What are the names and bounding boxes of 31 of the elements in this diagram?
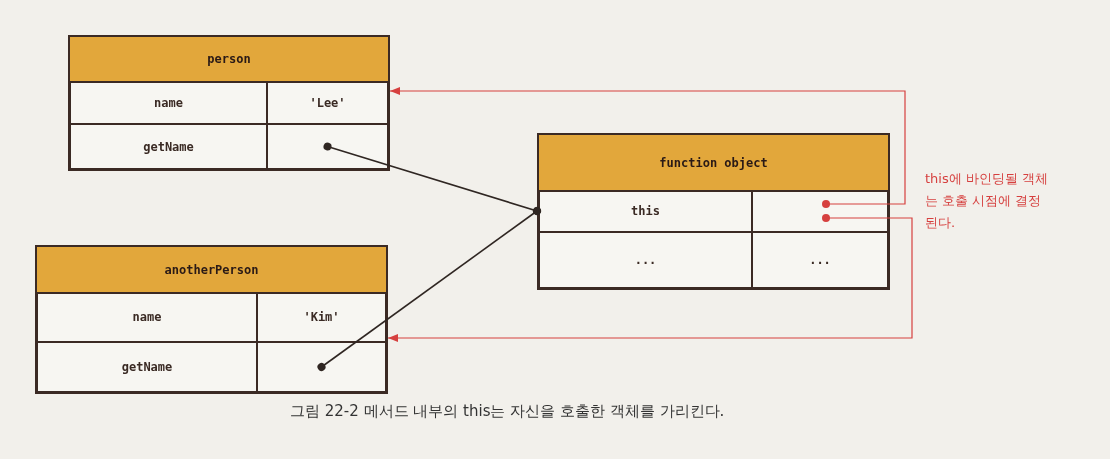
empty-cell <box>752 190 888 232</box>
table-cell <box>70 81 267 124</box>
table-header: person <box>70 37 388 83</box>
cell-text: ... <box>809 253 831 267</box>
empty-cell <box>257 342 386 392</box>
cell-text: name <box>132 310 162 324</box>
table-cell <box>70 124 267 169</box>
cell-text: this <box>631 204 660 218</box>
table-header: function object <box>539 135 888 192</box>
table-cell <box>37 292 257 342</box>
table-header: anotherPerson <box>37 247 386 294</box>
cell-text: 'Kim' <box>303 310 340 324</box>
empty-cell <box>267 124 388 169</box>
annotation-note: this에 바인딩될 객체는 호출 시점에 결정된다. <box>925 170 1049 232</box>
pointer-arrow <box>387 214 913 342</box>
pointer-arrow <box>389 87 906 208</box>
object-table <box>68 35 390 171</box>
table-cell <box>257 292 386 342</box>
cell-text: ... <box>634 253 657 267</box>
table-cell <box>539 190 752 232</box>
figure-caption: 그림 22-2 메서드 내부의 this는 자신을 호출한 객체를 가리킨다. <box>290 402 725 421</box>
cell-text: getName <box>121 360 173 374</box>
object-table <box>537 133 890 290</box>
table-cell <box>37 342 257 392</box>
table-cell <box>267 81 388 124</box>
cell-text: getName <box>143 139 194 154</box>
cell-text: name <box>154 95 183 110</box>
table-cell <box>539 232 752 288</box>
object-table <box>35 245 388 394</box>
cell-text: 'Lee' <box>309 95 346 110</box>
table-cell <box>752 232 888 288</box>
